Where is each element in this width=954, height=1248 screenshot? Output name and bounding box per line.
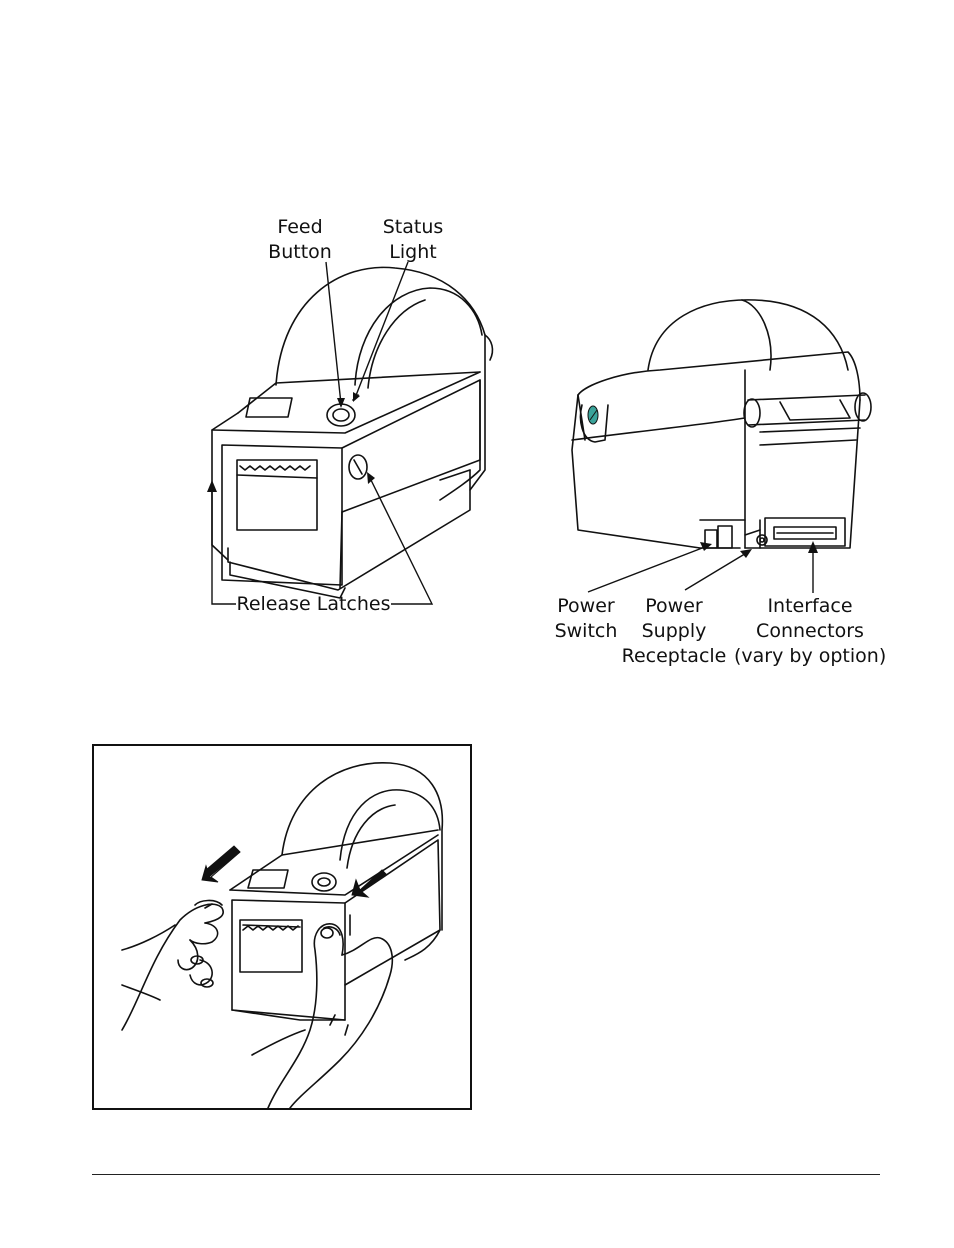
footer-divider (92, 1174, 880, 1175)
